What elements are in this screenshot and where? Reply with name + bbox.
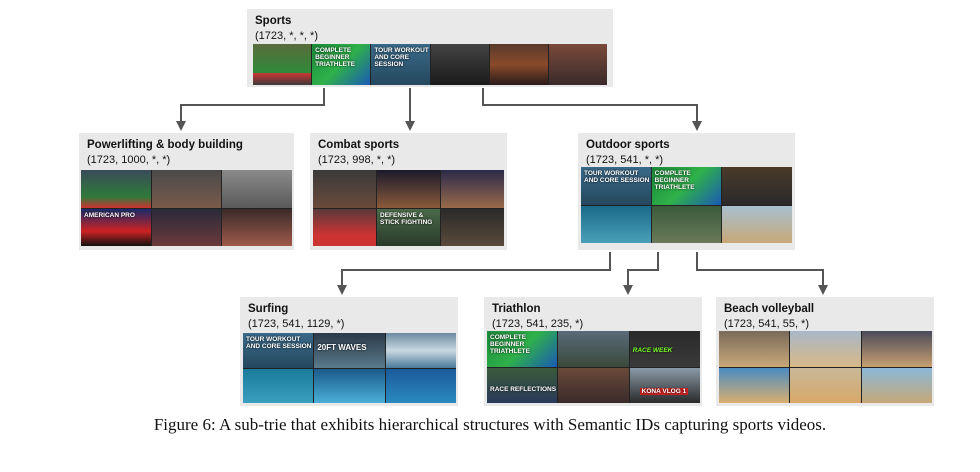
thumbnail-caption: COMPLETE BEGINNER TRIATHLETE bbox=[315, 47, 356, 68]
thumbnail-caption: KONA VLOG 1 bbox=[639, 387, 689, 395]
semantic-id: (1723, 541, 235, *) bbox=[492, 318, 584, 330]
thumbnail: TOUR WORKOUT AND CORE SESSION bbox=[581, 167, 651, 205]
thumbnail bbox=[430, 44, 489, 85]
thumbnail bbox=[314, 368, 385, 403]
thumbnail bbox=[861, 331, 932, 367]
thumbnail: DEFENSIVE & STICK FIGHTING bbox=[377, 208, 440, 246]
thumbnail-grid: TOUR WORKOUT AND CORE SESSION 20FT WAVES bbox=[243, 333, 456, 403]
edge-outdoor-beach bbox=[696, 252, 828, 295]
thumbnail bbox=[377, 170, 440, 208]
thumbnail: KONA VLOG 1 bbox=[629, 367, 700, 403]
thumbnail bbox=[790, 331, 861, 367]
node-title: Triathlon bbox=[492, 303, 541, 315]
thumbnail bbox=[243, 368, 314, 403]
thumbnail bbox=[861, 367, 932, 403]
node-combat: Combat sports (1723, 998, *, *) DEFENSIV… bbox=[310, 133, 507, 250]
thumbnail bbox=[548, 44, 607, 85]
thumbnail: RACE REFLECTIONS bbox=[487, 367, 558, 403]
thumbnail-caption: DEFENSIVE & STICK FIGHTING bbox=[380, 211, 433, 226]
node-title: Powerlifting & body building bbox=[87, 139, 243, 151]
thumbnail bbox=[722, 167, 792, 205]
edge-outdoor-triathlon bbox=[623, 252, 659, 295]
thumbnail-grid: COMPLETE BEGINNER TRIATHLETE RACE WEEK R… bbox=[487, 331, 700, 403]
thumbnail-grid: TOUR WORKOUT AND CORE SESSION COMPLETE B… bbox=[581, 167, 792, 243]
node-powerlifting: Powerlifting & body building (1723, 1000… bbox=[79, 133, 294, 250]
edge-sports-powerlifting bbox=[176, 88, 325, 131]
thumbnail-caption: TOUR WORKOUT AND CORE SESSION bbox=[584, 170, 650, 184]
thumbnail-caption: RACE REFLECTIONS bbox=[490, 385, 557, 393]
thumbnail: COMPLETE BEGINNER TRIATHLETE bbox=[651, 167, 722, 205]
edge-outdoor-surfing bbox=[337, 252, 611, 295]
thumbnail-grid: AMERICAN PRO bbox=[81, 170, 292, 246]
thumbnail bbox=[441, 170, 504, 208]
thumbnail-grid bbox=[719, 331, 932, 403]
thumbnail bbox=[81, 170, 151, 208]
thumbnail-grid: DEFENSIVE & STICK FIGHTING bbox=[313, 170, 504, 246]
node-surfing: Surfing (1723, 541, 1129, *) TOUR WORKOU… bbox=[240, 297, 458, 406]
node-title: Outdoor sports bbox=[586, 139, 670, 151]
thumbnail bbox=[313, 208, 376, 246]
thumbnail bbox=[222, 170, 292, 208]
thumbnail-caption: COMPLETE BEGINNER TRIATHLETE bbox=[654, 170, 695, 191]
thumbnail bbox=[722, 205, 792, 243]
semantic-id: (1723, 541, 1129, *) bbox=[248, 318, 345, 330]
node-title: Sports bbox=[255, 15, 292, 27]
thumbnail: COMPLETE BEGINNER TRIATHLETE bbox=[312, 44, 371, 85]
node-title: Surfing bbox=[248, 303, 289, 315]
thumbnail: RACE WEEK bbox=[629, 331, 700, 367]
thumbnail bbox=[489, 44, 548, 85]
thumbnail-caption: 20FT WAVES bbox=[317, 343, 367, 352]
node-beach-volleyball: Beach volleyball (1723, 541, 55, *) bbox=[716, 297, 934, 406]
semantic-id: (1723, 541, *, *) bbox=[586, 154, 664, 166]
thumbnail bbox=[558, 367, 629, 403]
node-triathlon: Triathlon (1723, 541, 235, *) COMPLETE B… bbox=[484, 297, 702, 406]
semantic-id: (1723, 998, *, *) bbox=[318, 154, 396, 166]
thumbnail bbox=[651, 205, 722, 243]
thumbnail bbox=[222, 208, 292, 246]
figure-caption: Figure 6: A sub-trie that exhibits hiera… bbox=[153, 415, 827, 434]
thumbnail bbox=[441, 208, 504, 246]
thumbnail: COMPLETE BEGINNER TRIATHLETE bbox=[487, 331, 558, 367]
thumbnail bbox=[253, 44, 312, 85]
edge-sports-outdoor bbox=[482, 88, 702, 131]
thumbnail bbox=[581, 205, 651, 243]
node-title: Combat sports bbox=[318, 139, 400, 151]
thumbnail: TOUR WORKOUT AND CORE SESSION bbox=[243, 333, 314, 368]
thumbnail-caption: TOUR WORKOUT AND CORE SESSION bbox=[246, 336, 312, 350]
thumbnail bbox=[151, 170, 222, 208]
semantic-id: (1723, 541, 55, *) bbox=[724, 318, 810, 330]
thumbnail bbox=[151, 208, 222, 246]
thumbnail bbox=[719, 331, 790, 367]
thumbnail bbox=[385, 368, 456, 403]
thumbnail-caption: AMERICAN PRO bbox=[84, 211, 135, 219]
thumbnail-caption: TOUR WORKOUT AND CORE SESSION bbox=[374, 47, 429, 68]
node-sports: Sports (1723, *, *, *) COMPLETE BEGINNER… bbox=[247, 9, 613, 87]
thumbnail bbox=[385, 333, 456, 368]
semantic-id: (1723, 1000, *, *) bbox=[87, 154, 171, 166]
thumbnail bbox=[313, 170, 376, 208]
thumbnail bbox=[719, 367, 790, 403]
thumbnail bbox=[558, 331, 629, 367]
thumbnail: 20FT WAVES bbox=[314, 333, 385, 368]
thumbnail bbox=[790, 367, 861, 403]
node-outdoor: Outdoor sports (1723, 541, *, *) TOUR WO… bbox=[578, 133, 795, 250]
thumbnail-caption: COMPLETE BEGINNER TRIATHLETE bbox=[490, 334, 530, 355]
thumbnail-strip: COMPLETE BEGINNER TRIATHLETE TOUR WORKOU… bbox=[253, 44, 607, 85]
thumbnail: TOUR WORKOUT AND CORE SESSION bbox=[371, 44, 430, 85]
thumbnail: AMERICAN PRO bbox=[81, 208, 151, 246]
semantic-id: (1723, *, *, *) bbox=[255, 30, 318, 42]
node-title: Beach volleyball bbox=[724, 303, 815, 315]
thumbnail-caption: RACE WEEK bbox=[632, 347, 673, 354]
